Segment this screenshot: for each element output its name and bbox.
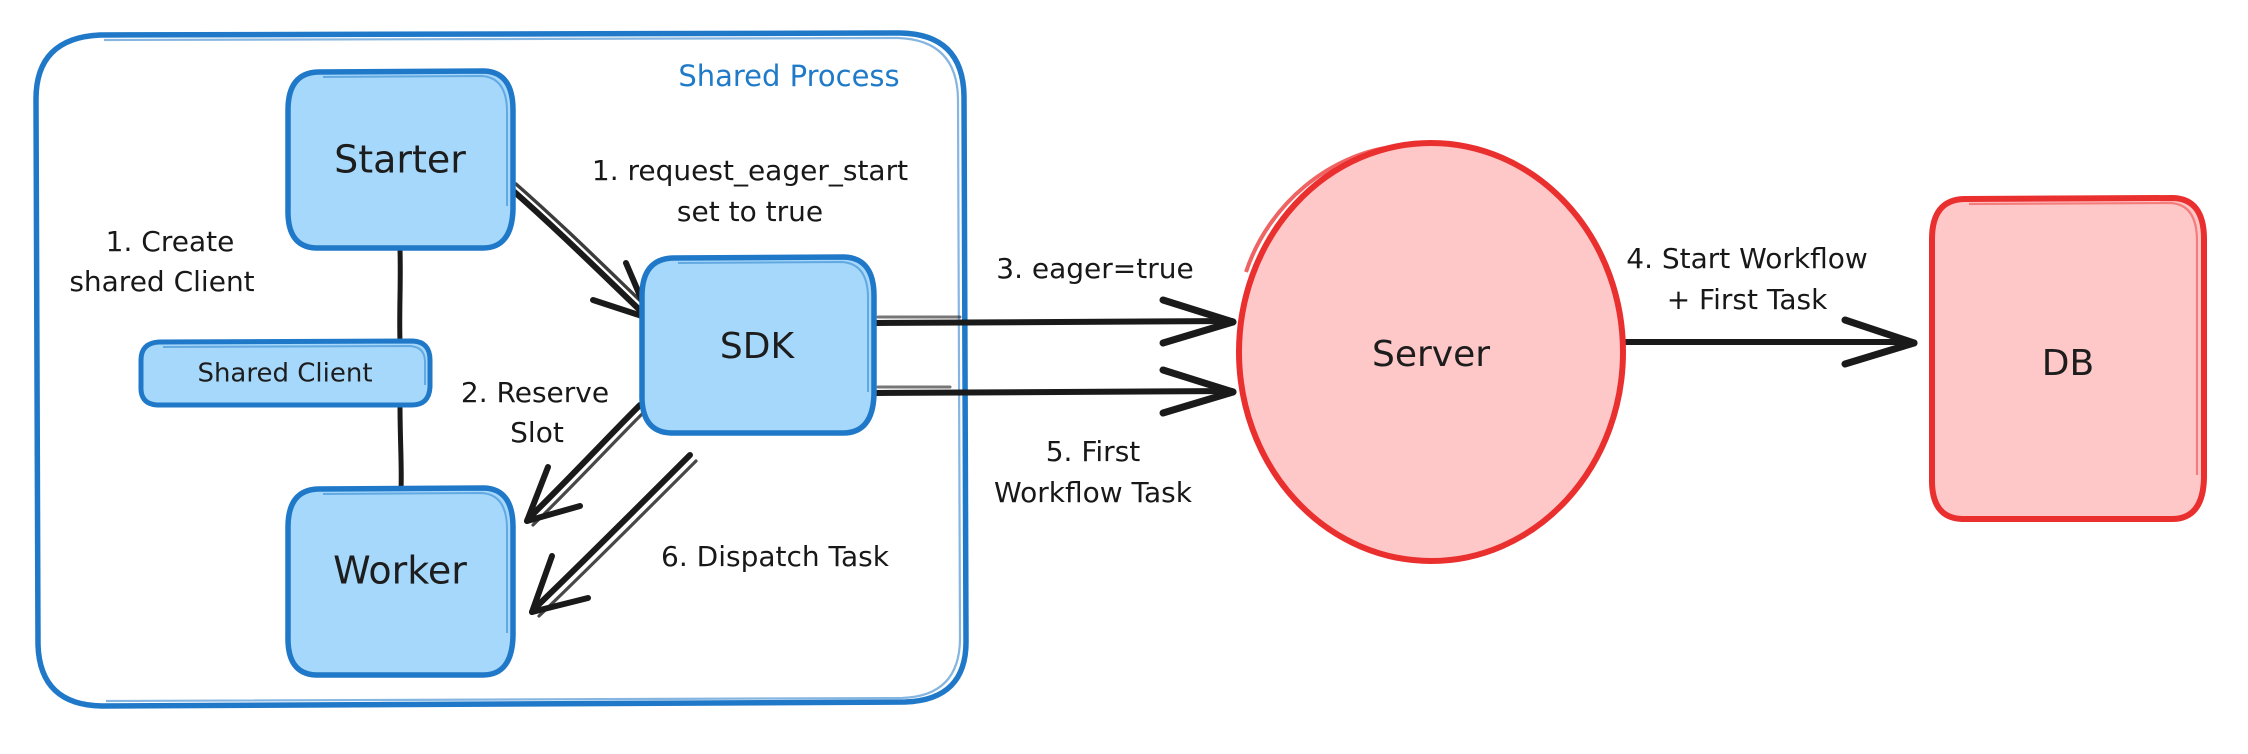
node-sdk[interactable]: SDK <box>639 254 877 436</box>
node-shared-client[interactable]: Shared Client <box>138 338 433 408</box>
node-label-db: DB <box>2042 343 2094 384</box>
edge-label-line2: Workflow Task <box>994 476 1193 509</box>
edge-label-line2: + First Task <box>1667 283 1828 316</box>
node-server[interactable]: Server <box>1236 140 1626 564</box>
node-label-worker: Worker <box>333 549 467 593</box>
node-label-shared-client: Shared Client <box>197 359 372 389</box>
node-label-starter: Starter <box>334 138 466 182</box>
edge-starter-shared-client-worker <box>397 246 404 492</box>
edge-label-request-eager-start: 1. request_eager_start set to true <box>592 154 908 228</box>
edge-label-dispatch-task: 6. Dispatch Task <box>661 540 890 573</box>
edge-label-reserve-slot: 2. Reserve Slot <box>461 376 609 449</box>
group-label-shared-process: Shared Process <box>678 59 899 93</box>
edge-label-first-workflow-task: 5. First Workflow Task <box>994 435 1193 509</box>
node-starter[interactable]: Starter <box>285 68 516 251</box>
edge-server-to-db <box>1623 316 1918 368</box>
edge-label-line1: 5. First <box>1046 435 1141 468</box>
edge-label-line2: set to true <box>677 195 823 228</box>
edge-label-line2: shared Client <box>69 265 254 298</box>
node-label-sdk: SDK <box>720 326 796 367</box>
edge-sdk-to-worker-dispatch-task <box>529 452 698 618</box>
edge-label-line1: 3. eager=true <box>996 252 1193 285</box>
node-label-server: Server <box>1372 334 1490 375</box>
edge-label-line1: 6. Dispatch Task <box>661 540 890 573</box>
node-db[interactable]: DB <box>1928 194 2207 522</box>
node-worker[interactable]: Worker <box>285 485 516 678</box>
edge-label-line2: Slot <box>510 416 564 449</box>
edge-sdk-to-server-first-workflow-task <box>873 366 1237 417</box>
edge-label-line1: 1. request_eager_start <box>592 154 908 187</box>
edge-label-create-shared-client: 1. Create shared Client <box>69 225 254 298</box>
edge-sdk-to-worker-reserve-slot <box>524 402 647 527</box>
group-shared-process[interactable]: Shared Process <box>33 30 969 709</box>
edge-label-line1: 2. Reserve <box>461 376 609 409</box>
edge-label-line1: 4. Start Workflow <box>1626 242 1868 275</box>
edge-label-start-workflow-first-task: 4. Start Workflow + First Task <box>1626 242 1868 316</box>
edge-label-eager-true: 3. eager=true <box>996 252 1193 285</box>
edge-label-line1: 1. Create <box>106 225 235 258</box>
edge-sdk-to-server-eager-true <box>873 296 1237 347</box>
edge-starter-to-sdk <box>507 182 653 322</box>
